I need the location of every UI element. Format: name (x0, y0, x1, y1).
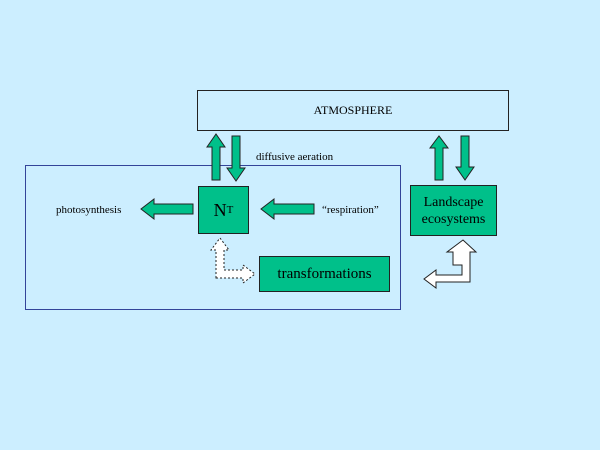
nt-subscript: T (226, 204, 234, 216)
arrow-up-landscape (429, 135, 449, 181)
diffusive-aeration-label: diffusive aeration (256, 151, 334, 163)
atmosphere-box: ATMOSPHERE (197, 90, 509, 131)
arrow-down-landscape (455, 135, 475, 181)
landscape-ecosystems-box: Landscape ecosystems (410, 185, 497, 236)
arrow-respiration (260, 197, 315, 221)
respiration-label: “respiration” (322, 204, 379, 216)
landscape-label-line1: Landscape (423, 194, 484, 210)
arrow-photosynthesis (140, 197, 194, 221)
arrow-down-aeration (226, 135, 246, 182)
photosynthesis-label: photosynthesis (56, 204, 122, 216)
arrow-up-aeration (206, 133, 226, 181)
transformations-box: transformations (259, 256, 390, 292)
arrow-landscape-bent (423, 239, 478, 289)
transformations-label: transformations (277, 265, 372, 282)
nt-label: N (213, 199, 227, 220)
arrow-nt-transformations (210, 237, 256, 284)
landscape-label-line2: ecosystems (421, 211, 486, 227)
atmosphere-label: ATMOSPHERE (313, 103, 393, 117)
